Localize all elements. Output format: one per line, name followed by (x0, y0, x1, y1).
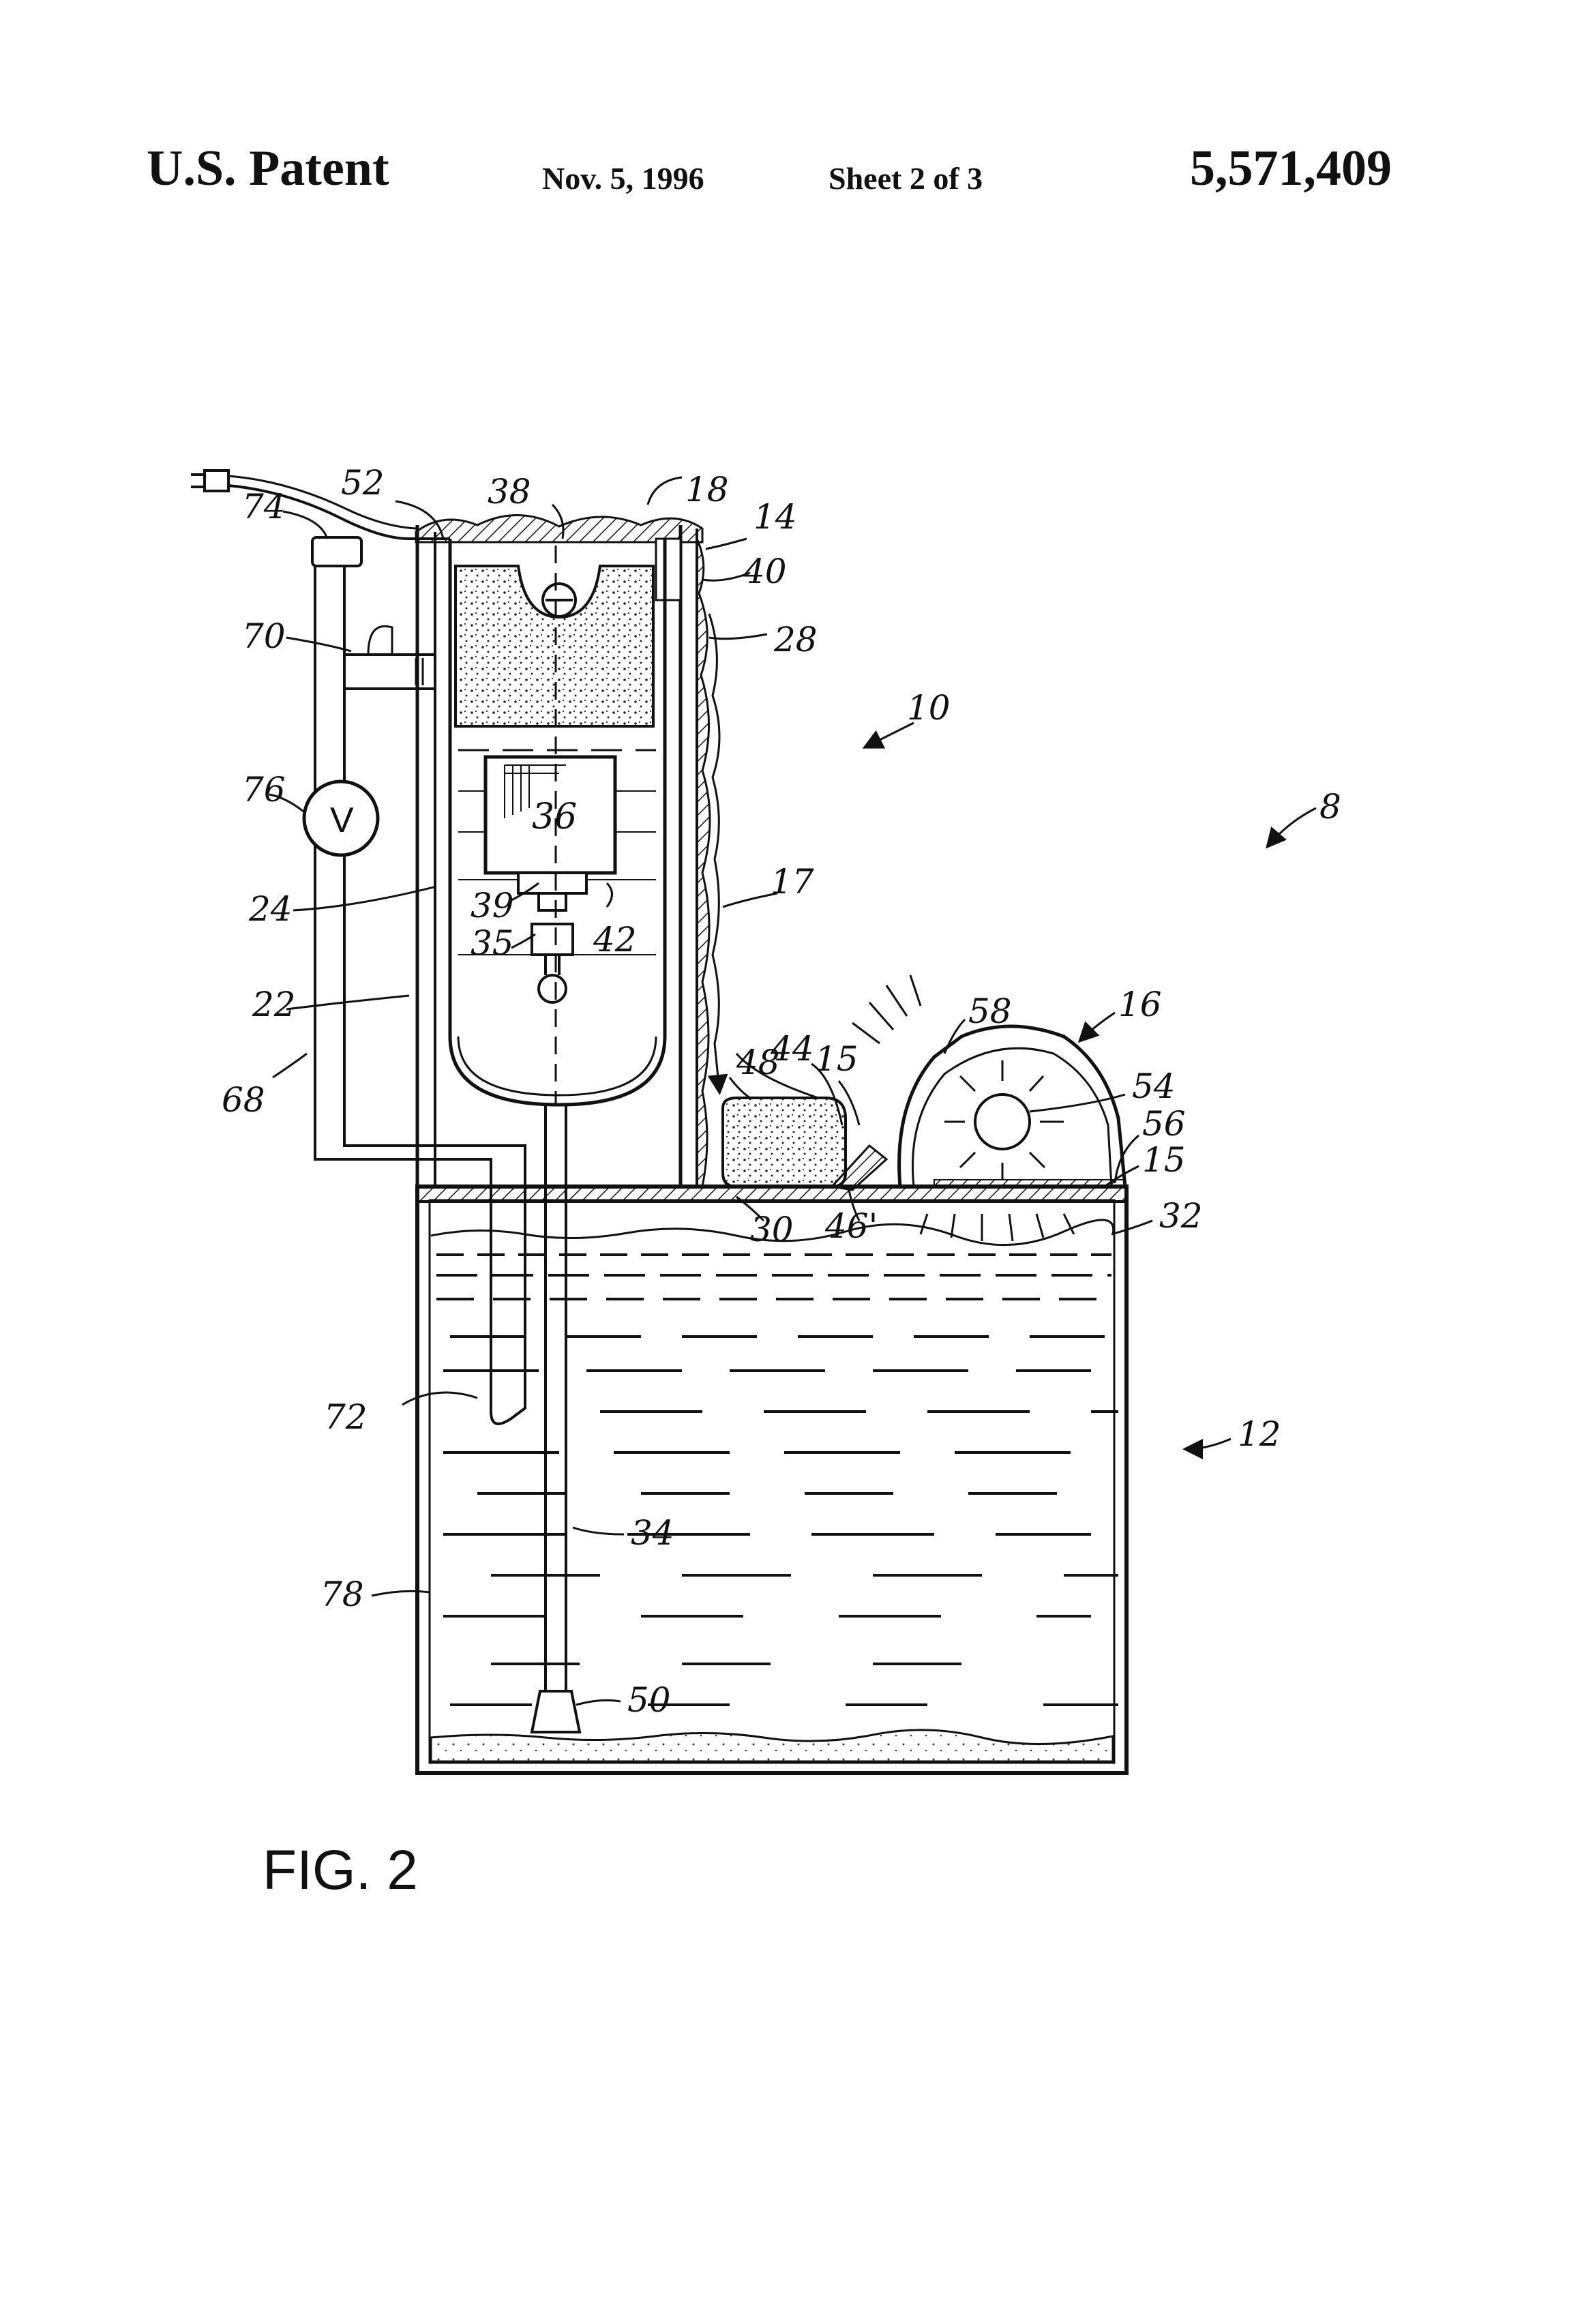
ref-label: 48 (736, 1043, 780, 1082)
water-lines (436, 1255, 1118, 1705)
ref-label: 15 (1142, 1140, 1186, 1180)
ref-label: 46' (824, 1206, 878, 1246)
ref-label: 18 (685, 470, 729, 509)
vent-cap (312, 537, 361, 566)
ref-label: 12 (1238, 1414, 1281, 1454)
ref-label: 35 (471, 923, 514, 963)
flow-arrow (709, 614, 719, 1091)
ref-label: 34 (631, 1513, 674, 1553)
ref-label: 72 (324, 1397, 368, 1437)
ref-label: 50 (627, 1680, 671, 1720)
ref-label: 24 (248, 889, 293, 929)
sponge (723, 1098, 846, 1187)
ref-label: 30 (750, 1210, 794, 1249)
ref-label: 70 (242, 616, 286, 656)
ref-label: 56 (1142, 1104, 1186, 1144)
inlet-strainer (532, 1691, 580, 1732)
ref-label: 39 (471, 886, 514, 925)
ref-label: 54 (1132, 1067, 1176, 1106)
ref-label: 74 (242, 487, 286, 526)
ref-label: 10 (907, 688, 951, 728)
ref-label: 22 (252, 985, 296, 1024)
reference-labels: 52 38 18 14 40 74 70 28 10 76 36 8 24 39… (222, 463, 1341, 1720)
ref-label: 78 (320, 1575, 364, 1614)
ref-label: 16 (1118, 985, 1162, 1024)
ref-label: 14 (753, 497, 797, 537)
ref-label: 76 (242, 770, 286, 809)
plug (205, 471, 228, 491)
ref-label: 52 (341, 463, 385, 503)
meter-symbol: V (330, 801, 354, 840)
ref-label: 32 (1159, 1196, 1203, 1236)
ref-label: 58 (968, 992, 1012, 1031)
ref-label: 15 (815, 1039, 859, 1079)
tank-liner (430, 1200, 1114, 1763)
housing-wall (697, 539, 710, 1187)
ref-label: 36 (532, 796, 577, 837)
ref-label: 17 (771, 862, 814, 902)
ref-label: 68 (222, 1080, 265, 1120)
pump-impeller (539, 975, 566, 1002)
ref-label: 42 (593, 920, 637, 959)
figure-caption: FIG. 2 (263, 1839, 418, 1901)
filter-block (456, 566, 653, 726)
lamp-bulb (975, 1094, 1030, 1149)
ref-label: 28 (773, 620, 818, 659)
ref-label: 38 (488, 472, 531, 511)
sediment-layer (431, 1730, 1113, 1761)
ref-label: 40 (743, 552, 787, 591)
ref-label: 8 (1319, 787, 1341, 826)
